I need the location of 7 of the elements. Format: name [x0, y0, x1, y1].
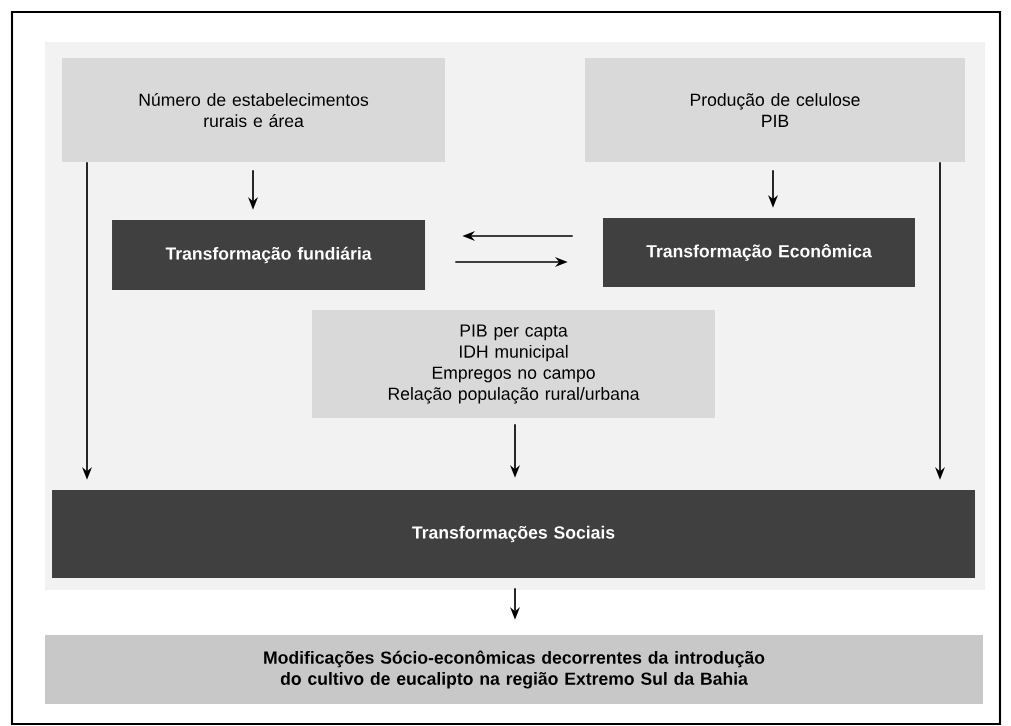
- indicator-box: Número de estabelecimentos rurais e área: [62, 58, 445, 162]
- process-box: Transformação fundiária: [112, 220, 426, 290]
- result-box: Modificações Sócio-econômicas decorrentes da introdução do cultivo de eucalipto na região Extremo Sul da Bahia: [45, 635, 983, 704]
- process-box: Transformações Sociais: [52, 490, 975, 578]
- process-box: Transformação Econômica: [603, 218, 915, 287]
- indicator-box: PIB per capta IDH municipal Empregos no campo Relação população rural/urbana: [312, 310, 715, 418]
- indicator-box: Produção de celulose PIB: [585, 58, 965, 162]
